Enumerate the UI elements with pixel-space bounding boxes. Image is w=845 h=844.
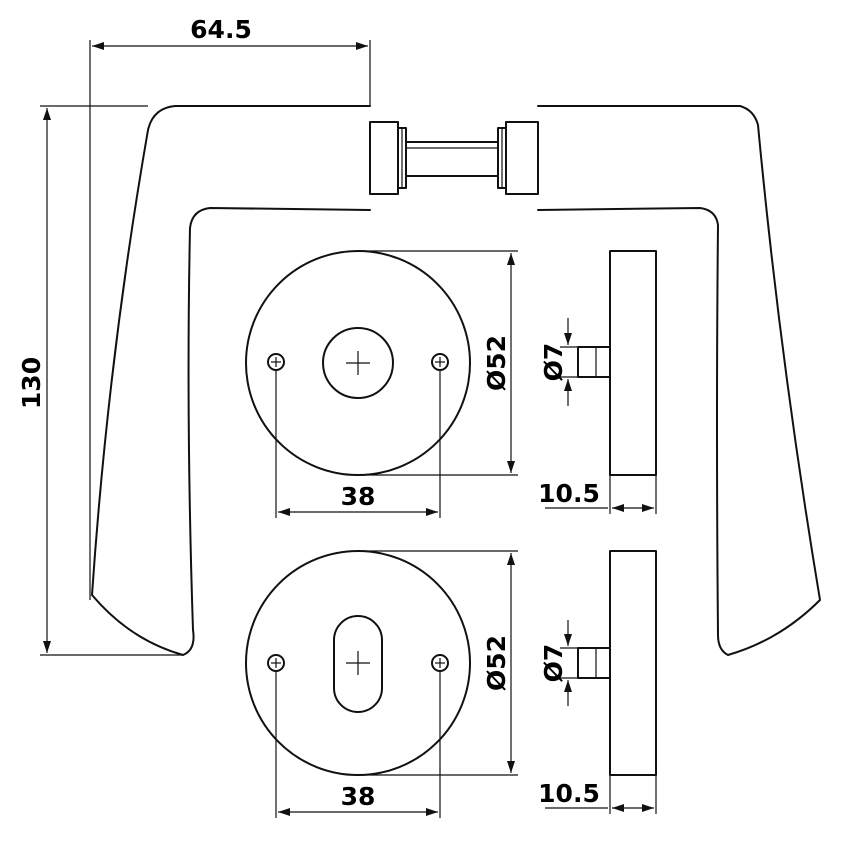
dimension-spindle-top: Ø7 [539,318,578,406]
handle-height-label: 130 [17,357,46,409]
dimension-rose-diameter-top: Ø52 [358,250,518,476]
rose-top-side-view [577,250,657,476]
rose-top-front-view [245,250,471,476]
rose-depth-bottom-label: 10.5 [538,779,600,808]
dimension-handle-width: 64.5 [89,15,371,600]
screw-spacing-top-label: 38 [341,482,376,511]
dimension-rose-diameter-bottom: Ø52 [358,550,518,776]
right-lever-handle [497,105,821,656]
dimension-handle-height: 130 [17,105,183,656]
dimension-screw-spacing-bottom: 38 [275,671,441,818]
screw-spacing-bottom-label: 38 [341,782,376,811]
rose-diameter-bottom-label: Ø52 [482,635,511,691]
dimension-spindle-bottom: Ø7 [539,620,578,706]
rose-bottom-front-view [245,550,471,776]
rose-bottom-side-view [577,550,657,776]
dimension-rose-depth-bottom: 10.5 [538,775,657,814]
dimension-screw-spacing-top: 38 [275,370,441,518]
rose-depth-top-label: 10.5 [538,479,600,508]
spindle-diameter-top-label: Ø7 [539,343,568,382]
spindle-diameter-bottom-label: Ø7 [539,644,568,683]
handle-width-label: 64.5 [190,15,252,44]
rose-diameter-top-label: Ø52 [482,335,511,391]
left-lever-handle [91,105,499,656]
dimension-rose-depth-top: 10.5 [538,475,657,514]
